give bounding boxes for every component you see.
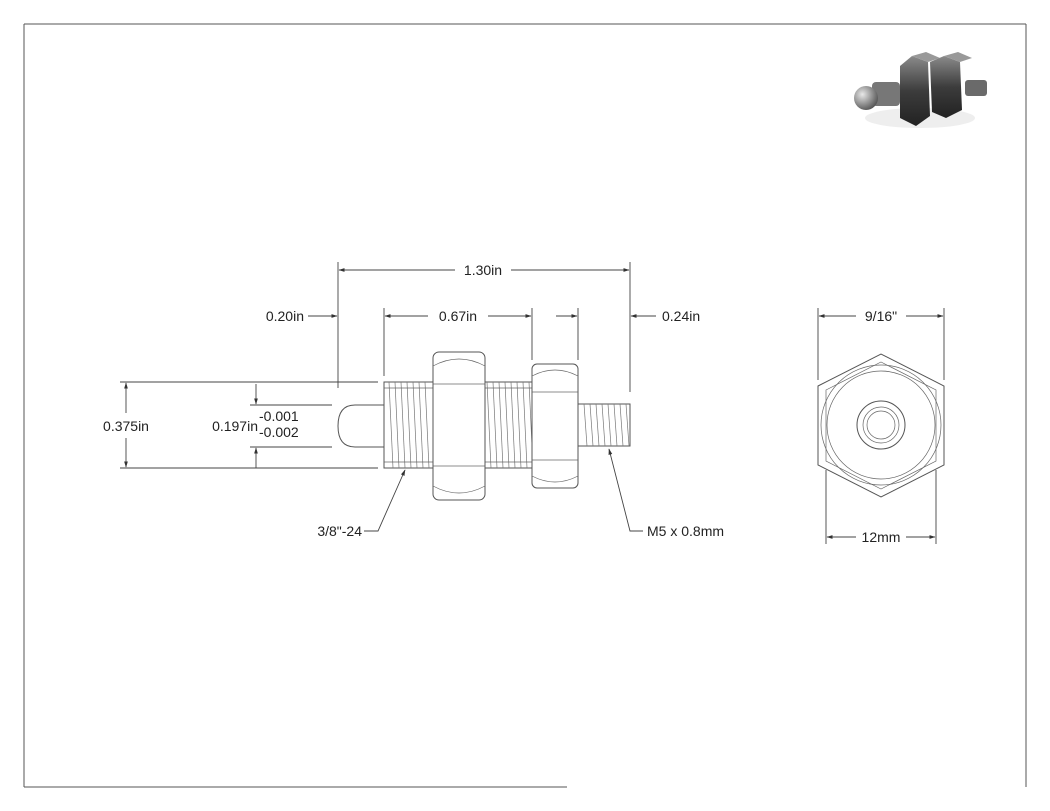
- tolerance-lower: -0.002: [259, 424, 299, 440]
- body-length-label: 0.67in: [439, 308, 477, 324]
- stud-length-label: 0.24in: [662, 308, 700, 324]
- dim-stud-length: 0.24in: [630, 308, 700, 324]
- end-view-extensions: [817, 308, 945, 544]
- stud-thread-lines: [583, 403, 630, 447]
- dim-across-corners: 9/16": [818, 308, 944, 324]
- extension-lines: [120, 262, 631, 469]
- dim-plunger-length: 0.20in: [266, 308, 338, 324]
- plunger-tip: [337, 404, 385, 448]
- sheet-border: [23, 23, 1027, 788]
- dim-plunger-diameter: 0.197in -0.001 -0.002: [212, 384, 299, 468]
- dim-overall-length: 1.30in: [338, 262, 630, 278]
- plunger-length-label: 0.20in: [266, 308, 304, 324]
- end-view: [817, 353, 945, 498]
- hex-nut-2: [531, 363, 579, 489]
- side-view: [337, 351, 631, 501]
- dim-across-flats: 12mm: [826, 529, 936, 545]
- plunger-diameter-label: 0.197in: [212, 418, 258, 434]
- body-thread-label: 3/8"-24: [317, 523, 362, 539]
- stud-thread-label: M5 x 0.8mm: [647, 523, 724, 539]
- end-view-bore: [856, 400, 906, 450]
- overall-length-label: 1.30in: [464, 262, 502, 278]
- thread-diameter-label: 0.375in: [103, 418, 149, 434]
- callout-body-thread: 3/8"-24: [317, 469, 406, 539]
- across-corners-label: 9/16": [865, 308, 897, 324]
- isometric-thumbnail: [854, 52, 987, 128]
- dim-thread-diameter: 0.375in: [103, 382, 149, 468]
- across-flats-label: 12mm: [862, 529, 901, 545]
- tolerance-upper: -0.001: [259, 408, 299, 424]
- hex-nut-1: [432, 351, 486, 501]
- dim-body-length: 0.67in: [384, 308, 532, 324]
- callout-stud-thread: M5 x 0.8mm: [608, 448, 724, 539]
- body-thread-lines: [388, 381, 534, 469]
